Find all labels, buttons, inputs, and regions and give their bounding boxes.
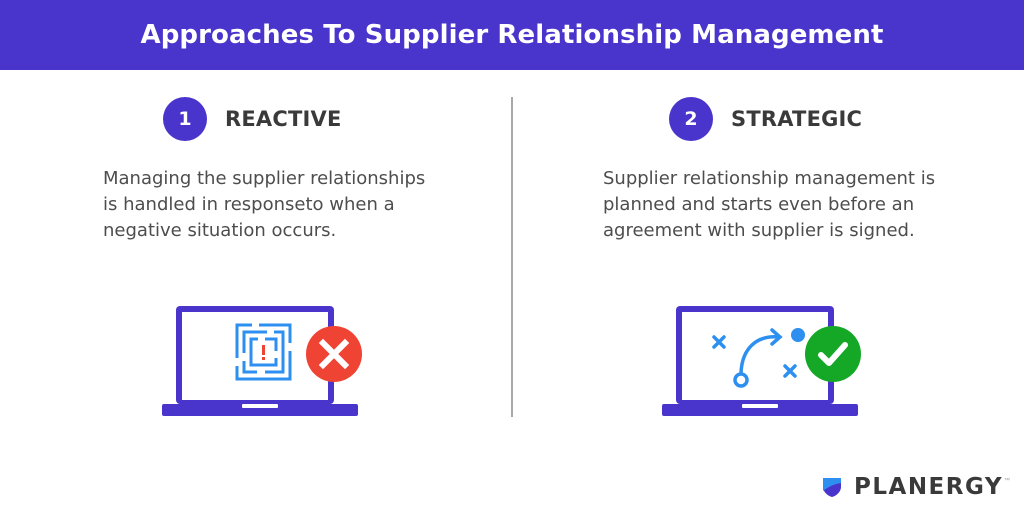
step-number-badge: 1 [163, 97, 207, 141]
header-banner: Approaches To Supplier Relationship Mana… [0, 0, 1024, 70]
approach-title: REACTIVE [225, 107, 342, 131]
brand-name: PLANERGY [854, 474, 1004, 500]
approach-heading: 2 STRATEGIC [669, 97, 862, 141]
laptop-strategy-play-icon [662, 303, 862, 424]
page-title: Approaches To Supplier Relationship Mana… [140, 20, 884, 50]
column-divider [511, 97, 513, 417]
trademark-symbol: ™ [1004, 478, 1011, 484]
laptop-maze-x-icon [162, 303, 362, 424]
shield-icon [823, 478, 841, 497]
check-circle-icon [805, 326, 861, 382]
approach-title: STRATEGIC [731, 107, 863, 131]
approach-heading: 1 REACTIVE [163, 97, 342, 141]
step-number-badge: 2 [669, 97, 713, 141]
planergy-logo: PLANERGY ™ [822, 474, 1010, 500]
approach-description: Managing the supplier relationships is h… [103, 168, 426, 241]
x-circle-icon [306, 326, 362, 382]
approach-description: Supplier relationship management is plan… [603, 168, 936, 241]
